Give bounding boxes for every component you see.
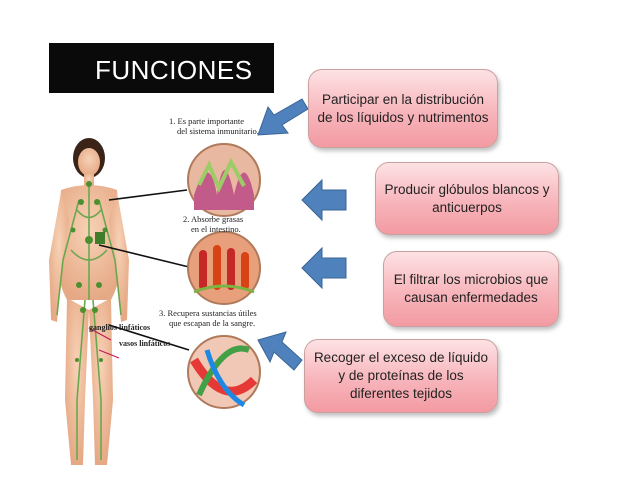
page-title: FUNCIONES xyxy=(95,55,253,85)
caption-1-line-1: 1. Es parte importante xyxy=(169,116,244,126)
arrow-2-icon xyxy=(301,178,347,222)
label-vasos: vasos linfáticos xyxy=(119,339,170,348)
human-figure xyxy=(49,138,129,465)
lymphatic-system-illustration: 1. Es parte importante del sistema inmun… xyxy=(49,116,261,465)
arrow-4-icon xyxy=(257,331,303,371)
caption-3-line-1: 3. Recupera sustancias útiles xyxy=(159,308,257,318)
caption-3-line-2: que escapan de la sangre. xyxy=(169,318,255,328)
function-box-2: Producir glóbulos blancos y anticuerpos xyxy=(375,162,559,235)
arrow-1-icon xyxy=(257,98,309,136)
magnified-circle-intestine xyxy=(187,231,261,305)
function-box-4: Recoger el exceso de líquido y de proteí… xyxy=(304,339,498,413)
title-box xyxy=(49,43,274,93)
function-box-1: Participar en la distribución de los líq… xyxy=(308,69,498,148)
caption-1-line-2: del sistema inmunitario. xyxy=(177,126,259,136)
arrow-3-icon xyxy=(301,246,347,290)
caption-2-line-1: 2. Absorbe grasas xyxy=(183,214,243,224)
function-box-3: El filtrar los microbios que causan enfe… xyxy=(383,251,559,327)
caption-2-line-2: en el intestino. xyxy=(191,224,241,234)
label-ganglios: ganglios linfáticos xyxy=(89,323,150,332)
magnified-circle-immune xyxy=(187,143,261,217)
magnified-circle-blood xyxy=(187,335,261,409)
